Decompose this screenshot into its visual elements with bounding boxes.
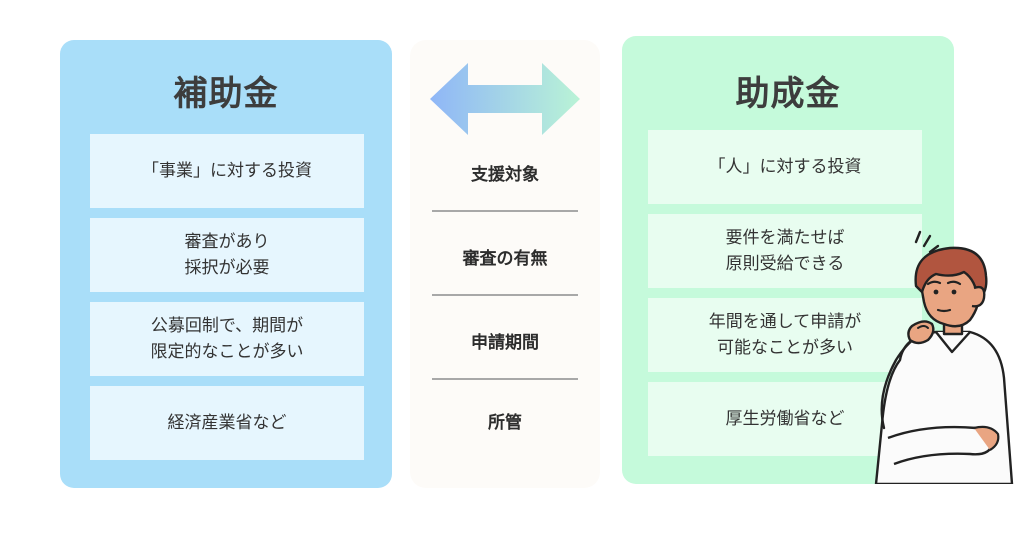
double-arrow-icon: [430, 63, 580, 135]
criteria-panel: 支援対象 審査の有無 申請期間 所管: [410, 40, 600, 488]
grant-cell-ministry: 厚生労働省など: [648, 382, 922, 456]
subsidy-cell-ministry: 経済産業省など: [90, 386, 364, 460]
grant-title: 助成金: [735, 74, 841, 114]
criteria-label-target: 支援対象: [471, 165, 539, 185]
subsidy-cell-review: 審査があり 採択が必要: [90, 218, 364, 292]
criteria-divider: [432, 294, 578, 296]
criteria-divider: [432, 378, 578, 380]
thinking-person-icon: [874, 230, 1014, 484]
criteria-label-period: 申請期間: [471, 333, 539, 353]
grant-cell-period: 年間を通して申請が 可能なことが多い: [648, 298, 922, 372]
subsidy-panel: 補助金 「事業」に対する投資 審査があり 採択が必要 公募回制で、期間が 限定的…: [60, 40, 392, 488]
subsidy-title: 補助金: [173, 74, 279, 114]
subsidy-cell-target: 「事業」に対する投資: [90, 134, 364, 208]
criteria-label-ministry: 所管: [488, 413, 522, 433]
grant-cell-review: 要件を満たせば 原則受給できる: [648, 214, 922, 288]
criteria-divider: [432, 210, 578, 212]
subsidy-cell-period: 公募回制で、期間が 限定的なことが多い: [90, 302, 364, 376]
criteria-label-review: 審査の有無: [462, 249, 548, 269]
grant-cell-target: 「人」に対する投資: [648, 130, 922, 204]
